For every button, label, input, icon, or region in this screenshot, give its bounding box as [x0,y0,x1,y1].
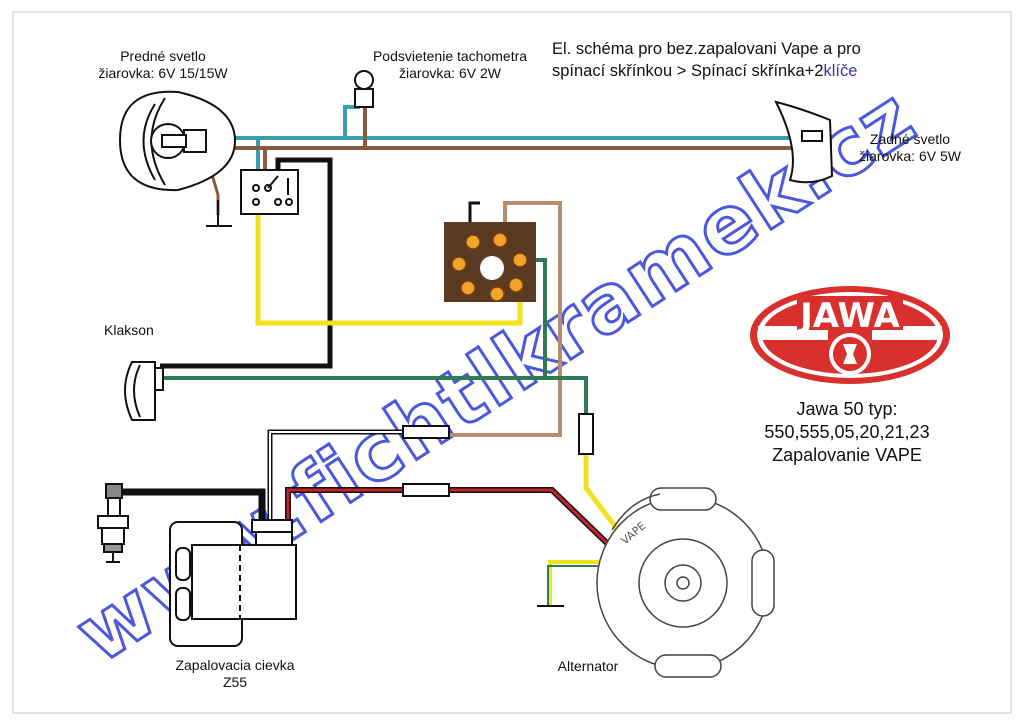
ignition-coil-drawing [169,519,297,647]
ignition-coil-label: Zapalovacia cievka Z55 [160,657,310,691]
connector-tan [402,425,450,439]
jawa-logo-text: JAWA [798,296,900,336]
jawa-logo: JAWA [750,286,950,384]
tail-light-label: Zadné svetlo žiarovka: 6V 5W [845,131,975,165]
ground-symbol-headlight [206,200,232,227]
horn-name: Klakson [104,322,154,338]
diagram-title: El. schéma pro bez.zapalovani Vape a pro… [552,38,861,82]
light-switch-drawing [240,169,299,215]
spark-plug-drawing [97,483,129,563]
speedo-light-bulb: žiarovka: 6V 2W [399,65,501,81]
alternator-name: Alternator [557,658,619,674]
wire-green-horn [160,376,588,416]
headlight-drawing [118,90,237,192]
ignition-coil-model: Z55 [222,674,248,690]
page-frame [12,11,1012,714]
wire-ground-yellow [548,560,606,605]
headlight-bulb: žiarovka: 6V 15/15W [98,65,228,81]
wire-black-coil-stripe [269,431,403,520]
title-line-1: El. schéma pro bez.zapalovani Vape a pro [552,40,861,58]
connector-green-yellow [578,413,594,455]
speedo-bulb-drawing [354,70,374,108]
speedo-light-name: Podsvietenie tachometra [372,48,528,64]
title-line-2-suffix: klíče [823,62,858,80]
horn-label: Klakson [104,322,184,339]
model-info-line-1: Jawa 50 typ: [796,399,898,419]
wire-yellow-alternator [583,452,620,532]
headlight-name: Predné svetlo [120,48,206,64]
wire-ht-lead [122,488,266,520]
model-info: Jawa 50 typ: 550,555,05,20,21,23 Zapalov… [742,398,952,467]
wire-blue-speedo [343,105,360,138]
wire-red-alt [448,488,614,550]
title-line-2-prefix: spínací skřínkou > Spínací skřínka+2 [552,62,824,80]
model-info-line-2: 550,555,05,20,21,23 [764,422,930,442]
alternator-drawing: VAPE [596,487,775,678]
headlight-label: Predné svetlo žiarovka: 6V 15/15W [88,48,238,82]
horn-drawing [124,361,164,421]
wire-red-alt-outer [448,487,615,551]
tail-light-drawing [774,100,834,184]
model-info-line-3: Zapalovanie VAPE [772,445,922,465]
wire-yellow-switch [255,205,523,326]
ignition-coil-name: Zapalovacia cievka [175,657,295,673]
title-line-2: spínací skřínkou > Spínací skřínka+2klíč… [552,60,861,82]
tail-light-bulb: žiarovka: 6V 5W [859,148,961,164]
wire-red-coil [286,488,403,530]
alternator-label: Alternator [540,658,636,675]
connector-red [402,483,450,497]
wire-ground-green [547,565,606,605]
speedo-light-label: Podsvietenie tachometra žiarovka: 6V 2W [355,48,545,82]
wire-tan-switch-coil [450,201,562,437]
ignition-switch-drawing [444,201,536,302]
tail-light-name: Zadné svetlo [869,131,951,147]
